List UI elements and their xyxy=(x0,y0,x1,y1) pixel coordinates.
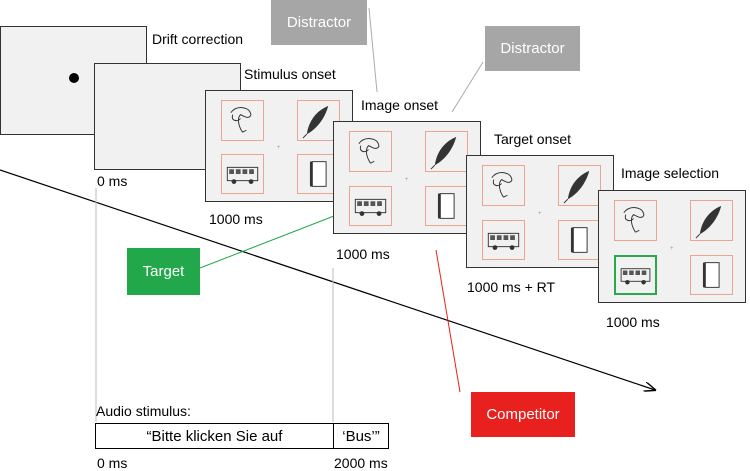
image-cell-book xyxy=(690,255,733,295)
duration-s1: 1000 ms xyxy=(209,211,263,227)
feather-icon xyxy=(695,205,722,239)
image-cell-feather xyxy=(425,131,468,172)
timeline-arrow xyxy=(0,169,655,390)
image-cell-book xyxy=(558,220,601,260)
target-callout: Target xyxy=(127,248,200,295)
fixation-cross: + xyxy=(405,177,409,183)
image-cell-bus-selected xyxy=(614,255,657,295)
hairdryer-icon xyxy=(623,207,645,233)
stage-label-drift-correction: Drift correction xyxy=(152,31,244,47)
image-cell-bus xyxy=(221,154,264,194)
screen-image-selection: + xyxy=(598,190,746,303)
fixation-cross: + xyxy=(538,211,542,217)
competitor-callout: Competitor xyxy=(471,392,575,437)
screen-image-onset: + xyxy=(333,121,481,234)
audio-segment-2: ‘Bus’” xyxy=(333,423,389,449)
feather-icon xyxy=(302,105,329,139)
duration-s3: 1000 ms + RT xyxy=(467,279,556,295)
image-cell-bus xyxy=(349,186,392,226)
duration-s2: 1000 ms xyxy=(336,246,390,262)
image-cell-bus xyxy=(482,220,525,260)
audio-stimulus-title: Audio stimulus: xyxy=(96,403,191,419)
stage-label-image-onset: Image onset xyxy=(361,97,439,113)
fixation-cross: + xyxy=(277,145,281,151)
image-cell-book xyxy=(425,186,468,226)
image-cell-feather xyxy=(690,200,733,241)
competitor-line xyxy=(435,249,461,393)
book-icon xyxy=(702,262,720,288)
bus-icon xyxy=(620,268,651,285)
duration-0ms: 0 ms xyxy=(97,173,128,189)
audio-end-time: 2000 ms xyxy=(334,455,388,471)
bus-icon xyxy=(487,232,520,250)
bus-icon xyxy=(354,198,387,216)
screen-images-1: + xyxy=(205,90,353,202)
distractor-2-line xyxy=(451,61,484,113)
hairdryer-icon xyxy=(230,107,252,133)
hairdryer-icon xyxy=(491,172,513,198)
stage-label-target-onset: Target onset xyxy=(494,131,572,147)
book-icon xyxy=(570,227,588,253)
feather-icon xyxy=(430,136,457,170)
image-cell-feather xyxy=(297,100,340,141)
hairdryer-icon xyxy=(358,138,380,164)
fixation-dot xyxy=(69,73,79,83)
image-cell-hairdryer xyxy=(221,100,264,141)
fixation-cross: + xyxy=(670,246,674,252)
screen-target-onset: + xyxy=(466,155,614,268)
distractor-callout-2: Distractor xyxy=(485,26,580,71)
image-cell-hairdryer xyxy=(349,131,392,172)
image-cell-hairdryer xyxy=(482,165,525,206)
image-cell-hairdryer xyxy=(614,200,657,241)
book-icon xyxy=(437,193,455,219)
distractor-callout-1: Distractor xyxy=(271,0,367,45)
target-line xyxy=(199,215,335,269)
bus-icon xyxy=(226,166,259,184)
duration-s4: 1000 ms xyxy=(606,314,660,330)
distractor-1-line xyxy=(368,7,378,93)
book-icon xyxy=(309,161,327,187)
stage-label-stimulus-onset: Stimulus onset xyxy=(244,66,336,82)
stage-label-image-selection: Image selection xyxy=(621,165,720,181)
audio-segment-1: “Bitte klicken Sie auf xyxy=(95,423,334,449)
feather-icon xyxy=(563,170,590,204)
audio-start-time: 0 ms xyxy=(97,455,128,471)
image-cell-feather xyxy=(558,165,601,206)
